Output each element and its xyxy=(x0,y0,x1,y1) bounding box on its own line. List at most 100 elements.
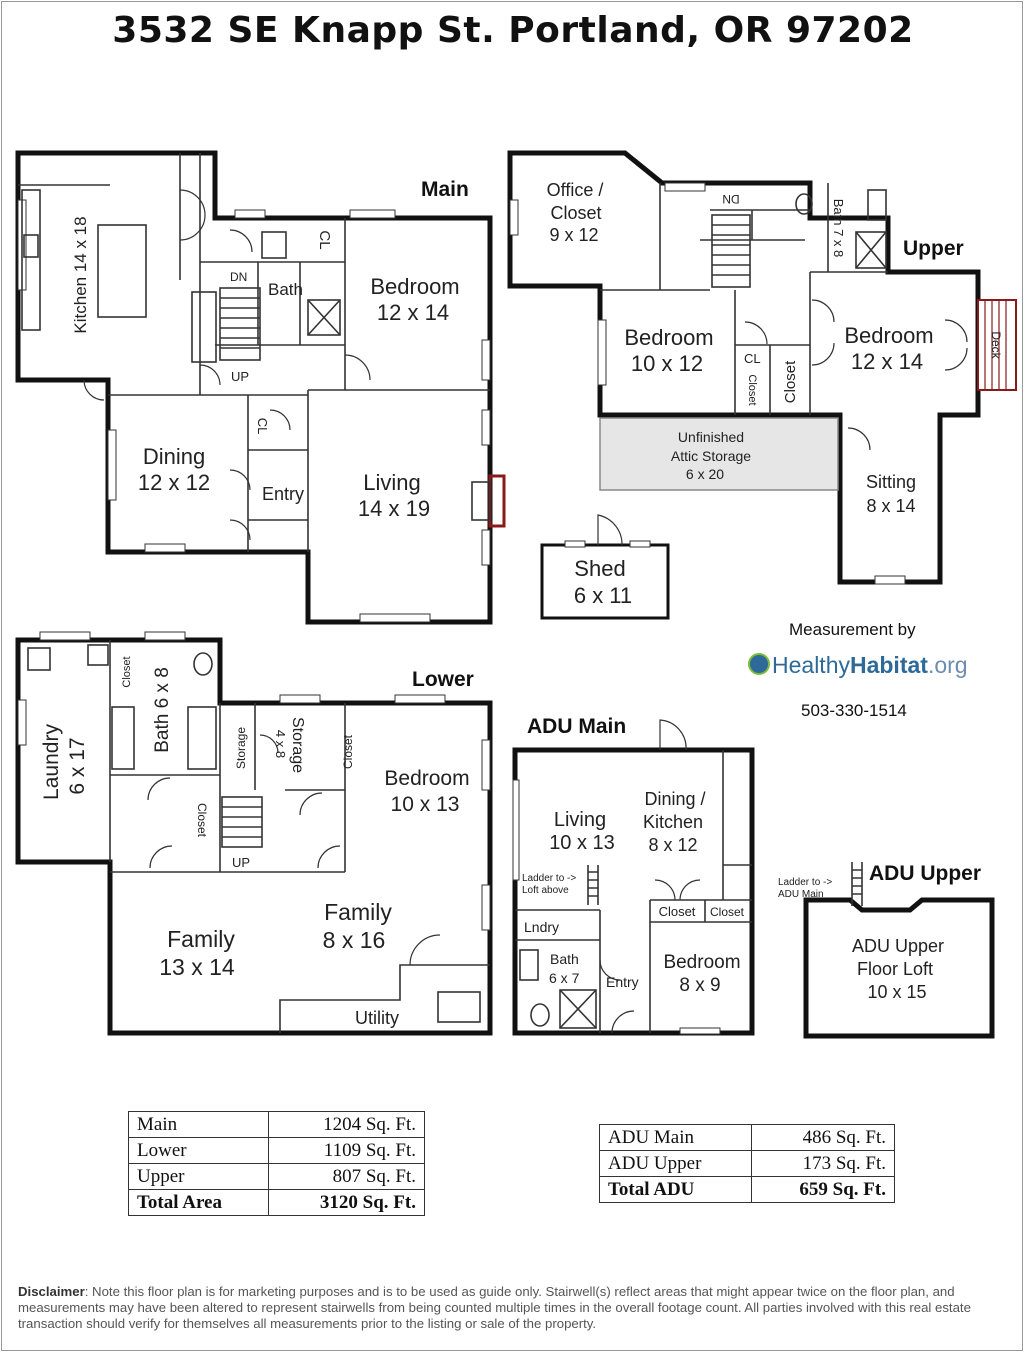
area-value: 3120 Sq. Ft. xyxy=(268,1189,425,1216)
label-entry: Entry xyxy=(262,484,304,504)
main-stairs xyxy=(191,287,261,363)
attic-storage xyxy=(599,417,839,491)
adu-main-shape xyxy=(512,747,755,1036)
healthy-habitat-logo: HealthyHabitat.org xyxy=(748,652,968,679)
logo-text-habitat: Habitat xyxy=(849,652,928,678)
label-main-up: UP xyxy=(231,369,249,384)
label-upper-bed2-size: 12 x 14 xyxy=(851,349,923,374)
label-upper-cl: CL xyxy=(744,351,761,366)
label-sitting: Sitting xyxy=(866,472,916,492)
disclaimer-label: Disclaimer xyxy=(18,1284,85,1299)
label-family1: Family xyxy=(167,926,235,952)
lower-floor-shape xyxy=(15,637,493,1036)
label-upper-bath: Bath 7 x 8 xyxy=(831,199,846,258)
label-family2-size: 8 x 16 xyxy=(323,927,386,953)
label-adu-lndry: Lndry xyxy=(524,919,559,935)
area-label: Total ADU xyxy=(598,1176,753,1203)
label-office-size: 9 x 12 xyxy=(549,225,598,245)
main-floor-shape xyxy=(15,150,493,625)
label-utility: Utility xyxy=(355,1008,399,1028)
label-adu-bedroom-size: 8 x 9 xyxy=(679,975,720,996)
lower-floor xyxy=(15,631,493,1036)
label-dining-size: 12 x 12 xyxy=(138,470,210,495)
label-upper-bed1: Bedroom xyxy=(624,325,713,350)
label-adu-bath-size: 6 x 7 xyxy=(549,970,580,986)
label-main-bedroom: Bedroom xyxy=(370,274,459,299)
upper-stairs xyxy=(711,214,751,288)
label-aduu-ladder2: ADU Main xyxy=(778,889,824,900)
label-adu-bath: Bath xyxy=(550,951,579,967)
label-adu-living-size: 10 x 13 xyxy=(549,832,615,854)
label-shed-size: 6 x 11 xyxy=(574,583,632,608)
logo-text-healthy: Healthy xyxy=(772,652,850,678)
label-living: Living xyxy=(363,470,420,495)
label-deck: Deck xyxy=(989,331,1003,359)
label-adu-dk2: Kitchen xyxy=(643,812,703,832)
area-label: Upper xyxy=(127,1163,270,1190)
label-lower-storage2: Storage xyxy=(289,717,306,773)
label-kitchen: Kitchen 14 x 18 xyxy=(71,216,90,333)
label-dining: Dining xyxy=(143,444,205,469)
disclaimer-text: : Note this floor plan is for marketing … xyxy=(18,1284,971,1331)
label-adu-ladder1: Ladder to -> xyxy=(522,873,576,884)
label-laundry: Laundry xyxy=(40,724,63,800)
label-lower-closet3: Closet xyxy=(195,803,209,838)
label-adu-entry: Entry xyxy=(606,974,639,990)
area-value: 173 Sq. Ft. xyxy=(751,1150,895,1177)
label-lower-storage2-size: 4 x 8 xyxy=(273,730,288,758)
label-upper-closet2: Closet xyxy=(782,360,799,403)
label-main-dn: DN xyxy=(230,270,247,284)
label-main-cl: CL xyxy=(316,230,333,249)
label-adu-bedroom: Bedroom xyxy=(663,952,740,973)
phone-number: 503-330-1514 xyxy=(801,701,907,720)
label-family1-size: 13 x 14 xyxy=(159,954,235,980)
logo-text-org: .org xyxy=(927,652,968,678)
area-value: 1204 Sq. Ft. xyxy=(268,1111,425,1138)
label-main-bath: Bath xyxy=(268,280,303,299)
label-lower-storage1: Storage xyxy=(234,727,248,769)
label-upper-closet1: Closet xyxy=(746,374,758,405)
floor-label-adu-main: ADU Main xyxy=(527,715,626,738)
label-adu-ladder2: Loft above xyxy=(522,885,569,896)
floor-label-lower: Lower xyxy=(412,668,474,691)
label-lower-bedroom-size: 10 x 13 xyxy=(391,793,460,816)
label-adu-dk1: Dining / xyxy=(644,789,705,809)
area-label: Total Area xyxy=(127,1189,270,1216)
area-value: 659 Sq. Ft. xyxy=(751,1176,895,1203)
area-label: ADU Main xyxy=(598,1124,753,1151)
label-attic-2: Attic Storage xyxy=(671,448,751,464)
label-lower-closet2: Closet xyxy=(341,734,355,769)
area-label: Lower xyxy=(127,1137,270,1164)
adu-upper-shape xyxy=(803,897,995,1039)
label-adu-closet1: Closet xyxy=(659,904,696,919)
label-living-size: 14 x 19 xyxy=(358,496,430,521)
label-lower-bath: Bath 6 x 8 xyxy=(152,667,173,753)
label-attic-1: Unfinished xyxy=(678,429,744,445)
label-adu-closet2: Closet xyxy=(710,905,745,919)
area-value: 486 Sq. Ft. xyxy=(751,1124,895,1151)
label-aduu-size: 10 x 15 xyxy=(867,982,926,1002)
label-aduu-ladder1: Ladder to -> xyxy=(778,877,832,888)
floor-label-upper: Upper xyxy=(903,237,964,260)
label-lower-bedroom: Bedroom xyxy=(384,767,469,790)
label-adu-living: Living xyxy=(554,809,606,831)
label-upper-dn: DN xyxy=(722,192,739,206)
area-value: 1109 Sq. Ft. xyxy=(268,1137,425,1164)
area-label: Main xyxy=(127,1111,270,1138)
lower-stairs xyxy=(221,796,263,848)
label-lower-up: UP xyxy=(232,855,250,870)
label-aduu-name1: ADU Upper xyxy=(852,936,944,956)
label-laundry-size: 6 x 17 xyxy=(66,737,89,794)
floor-label-main: Main xyxy=(421,178,469,201)
label-sitting-size: 8 x 14 xyxy=(866,496,915,516)
area-value: 807 Sq. Ft. xyxy=(268,1163,425,1190)
upper-floor xyxy=(507,150,1017,585)
